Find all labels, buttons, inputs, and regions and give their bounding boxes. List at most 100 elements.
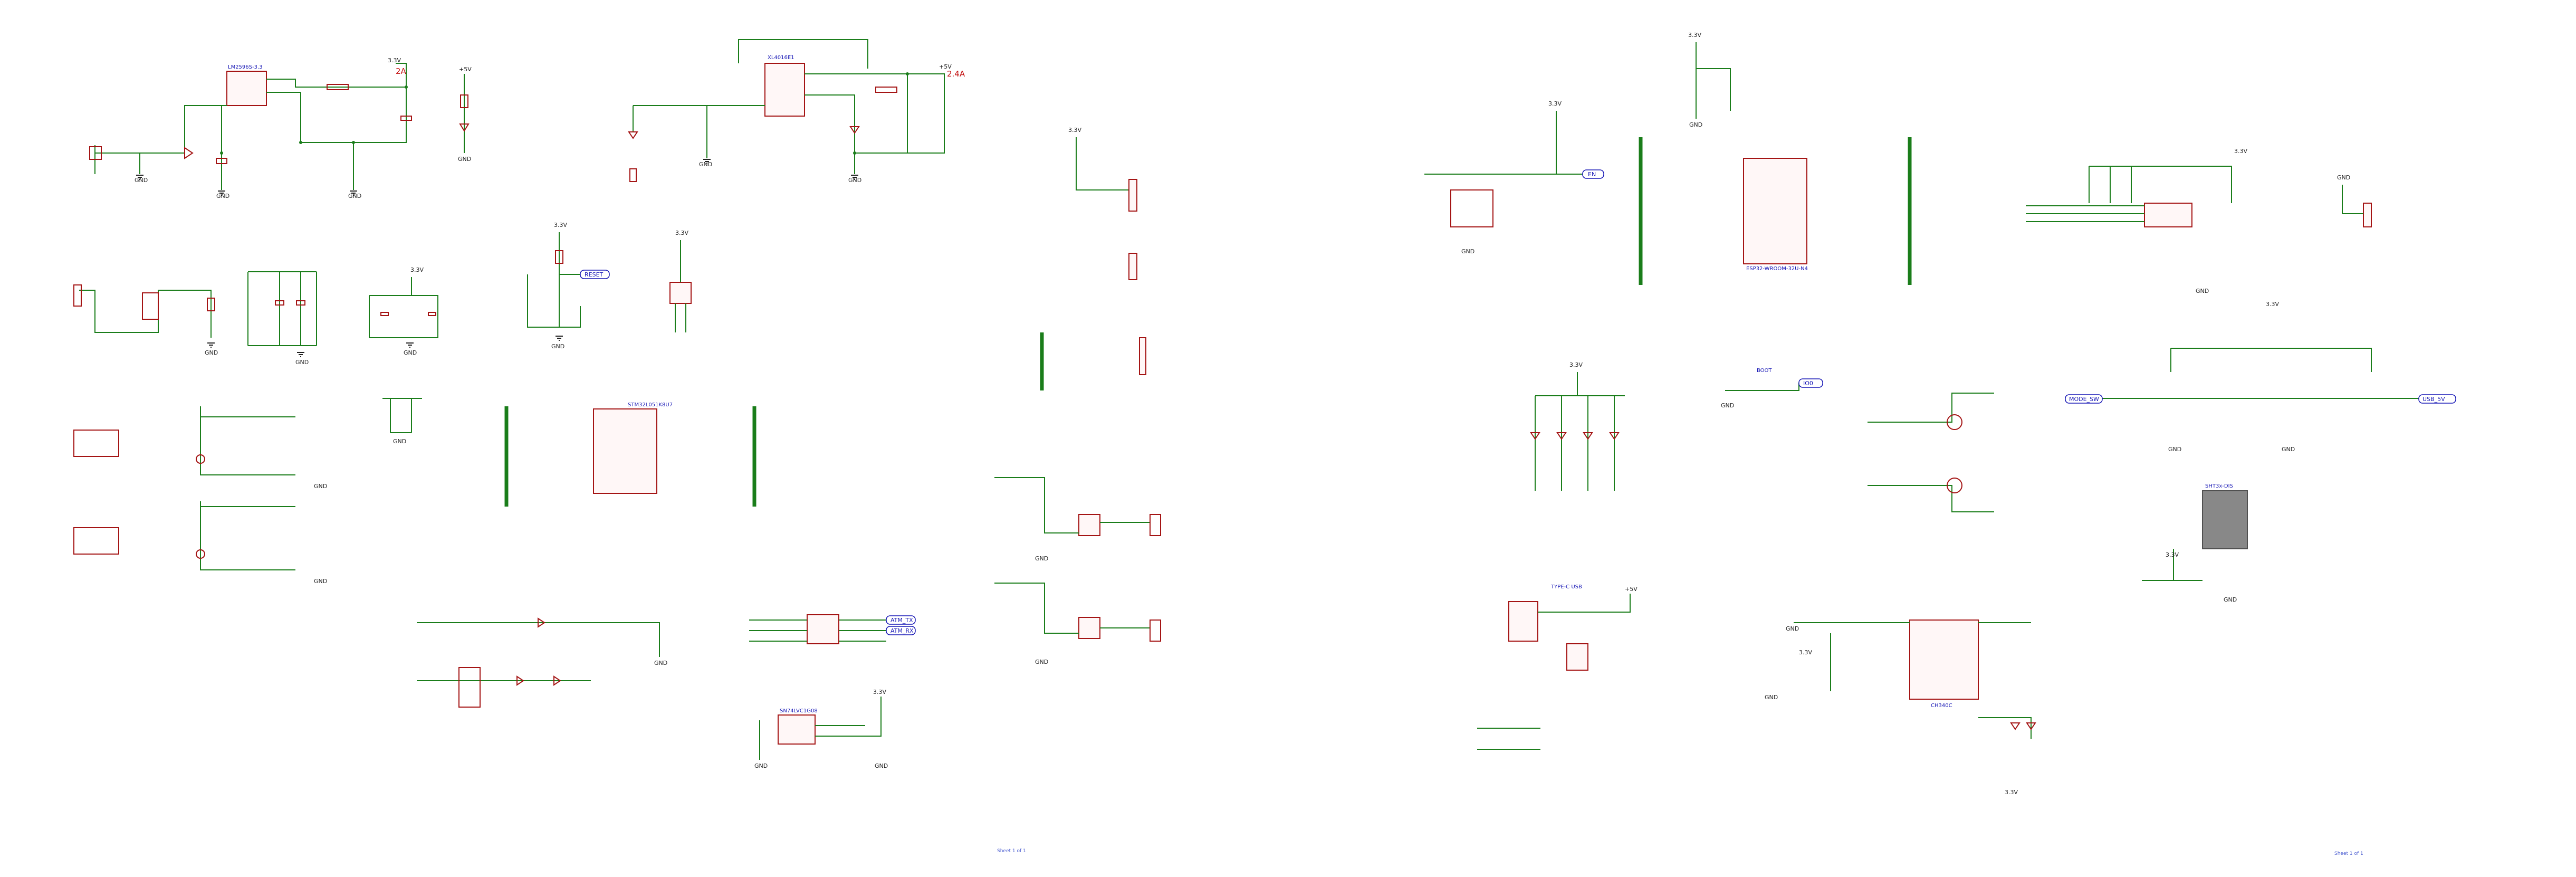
sht-sensor-block: SHT3x-DIS 3.3V GND <box>2142 483 2248 603</box>
gnd-label-8: GND <box>295 359 309 366</box>
small-cap-block: GND <box>382 398 422 445</box>
u4-label: SHT3x-DIS <box>2205 483 2233 489</box>
gnd-label-23: GND <box>1765 694 1778 701</box>
gnd-label-17: GND <box>1035 555 1048 562</box>
v33-top-label: 3.3V <box>388 57 401 64</box>
transformer-block: GND <box>73 284 218 356</box>
typec-title: TYPE-C USB <box>1550 584 1582 590</box>
gnd-label-14: GND <box>654 660 667 666</box>
capacitor-bank: GND <box>247 271 317 366</box>
boot-label: BOOT <box>1757 368 1772 374</box>
u4-sensor-body <box>2202 490 2248 549</box>
isp-header <box>669 282 692 304</box>
inductor-l2 <box>875 87 897 93</box>
gnd-label-16: GND <box>875 762 888 769</box>
diode-d1 <box>184 147 194 159</box>
v5-label-2: +5V <box>939 63 952 70</box>
usb-protection-ic <box>1566 643 1588 671</box>
reset-circuit: 3.3V RESET GND <box>527 222 610 350</box>
gnd-label-21: GND <box>1721 402 1734 409</box>
gnd-label-19: GND <box>1689 121 1702 128</box>
u3-regulator-ic <box>764 63 805 117</box>
usb-5v-label: USB_5V <box>2422 396 2445 403</box>
v33-label-8: 3.3V <box>1548 100 1562 107</box>
gnd-label-27: GND <box>2282 446 2295 453</box>
v5-led-block: +5V GND <box>458 66 472 163</box>
stm32-module-block: STM32L051K8U7 <box>504 402 756 507</box>
u8-esp32-module <box>1743 158 1807 264</box>
gnd-label-18: GND <box>1035 659 1048 665</box>
v5-label-3: +5V <box>1625 586 1637 593</box>
en-label: EN <box>1588 171 1596 178</box>
transformer-t1 <box>142 292 159 320</box>
u41-label: CH340C <box>1931 703 1952 709</box>
gnd-label-13: GND <box>393 438 406 445</box>
gnd-label-25: GND <box>2337 174 2350 181</box>
v33-label-7: 3.3V <box>1688 32 1701 39</box>
u8-label: ESP32-WROOM-32U-N4 <box>1746 266 1808 272</box>
current-2-4a-label: 2.4A <box>947 69 965 79</box>
logic-gate-block: SN74LVC1G08 GND 3.3V GND <box>754 689 888 769</box>
gnd-label-28: GND <box>2224 596 2237 603</box>
gnd-label-7: GND <box>205 349 218 356</box>
atm-rx-label: ATM_RX <box>890 627 914 634</box>
gnd-label-11: GND <box>314 483 327 490</box>
usb-typec-block: TYPE-C USB +5V <box>1477 584 1637 750</box>
gnd-label-1: GND <box>135 177 148 184</box>
right-buffer-ic <box>2144 203 2192 227</box>
v33-label-12: 3.3V <box>2234 148 2247 155</box>
led-chain: GND <box>417 617 667 708</box>
gnd-label-5: GND <box>699 161 712 168</box>
gnd-label-26: GND <box>2168 446 2181 453</box>
gnd-label-9: GND <box>404 349 417 356</box>
right-connector: GND <box>2337 174 2372 227</box>
v33-label-14: 3.3V <box>2166 551 2179 558</box>
boot-button: BOOT IO0 GND <box>1721 368 1823 409</box>
v33-label-3: 3.3V <box>554 222 567 228</box>
atm-tx-label: ATM_TX <box>890 617 913 624</box>
v33-label-5: 3.3V <box>873 689 886 695</box>
auto-program-transistors <box>1868 393 1994 512</box>
u5-label: SN74LVC1G08 <box>780 708 818 714</box>
gnd-label-24: GND <box>2196 288 2209 294</box>
footer-left: Sheet 1 of 1 <box>997 849 1026 854</box>
ch340-block: CH340C GND GND 3.3V 3.3V <box>1765 619 2036 796</box>
gnd-label-2: GND <box>216 193 229 199</box>
current-2a-label: 2A <box>396 66 407 76</box>
u3-label: XL4016E1 <box>768 55 794 61</box>
decoupling-33v: 3.3V GND <box>369 266 438 356</box>
gnd-label-20: GND <box>1461 248 1474 255</box>
u31-label: STM32L051K8U7 <box>628 402 673 408</box>
u41-usb-uart <box>1909 619 1979 700</box>
esp32-block: ESP32-WROOM-32U-N4 3.3V GND <box>1639 32 1912 285</box>
usb-c-connector <box>1508 601 1538 642</box>
v33-label-2: 3.3V <box>410 266 424 273</box>
reset-net-label: RESET <box>585 271 604 278</box>
optocoupler-block: 3.3V GND GND <box>994 127 1161 665</box>
u2-label: LM2596S-3.3 <box>228 64 263 70</box>
gnd-label-3: GND <box>348 193 361 199</box>
v33-label-6: 3.3V <box>1068 127 1081 134</box>
sensor-inputs: GND GND <box>73 406 327 585</box>
v33-label-9: 3.3V <box>1569 361 1583 368</box>
gnd-label-12: GND <box>314 578 327 585</box>
footer-right: Sheet 1 of 1 <box>2334 851 2363 856</box>
u5-logic-ic <box>778 714 816 745</box>
v33-label-13: 3.3V <box>2266 301 2279 308</box>
xl4016-block: XL4016E1 +5V 2.4A GND GND <box>628 39 965 184</box>
uart-level-shifter: ATM_TX ATM_RX <box>749 614 916 644</box>
mode-switch-block: 3.3V MODE_SW USB_5V GND GND <box>2065 301 2456 453</box>
u2-regulator-ic <box>226 71 267 106</box>
v5-label-1: +5V <box>459 66 472 73</box>
reset-flag <box>580 270 610 279</box>
v33-label-4: 3.3V <box>675 230 688 236</box>
status-leds: 3.3V <box>1530 361 1625 491</box>
gnd-label-15: GND <box>754 762 768 769</box>
gnd-label-22: GND <box>1786 625 1799 632</box>
io0-label: IO0 <box>1803 380 1813 387</box>
v33-label-10: 3.3V <box>1799 649 1812 656</box>
right-buffer-block: 3.3V GND <box>2026 148 2247 294</box>
boot-reset-block: 3.3V EN GND <box>1424 100 1604 255</box>
